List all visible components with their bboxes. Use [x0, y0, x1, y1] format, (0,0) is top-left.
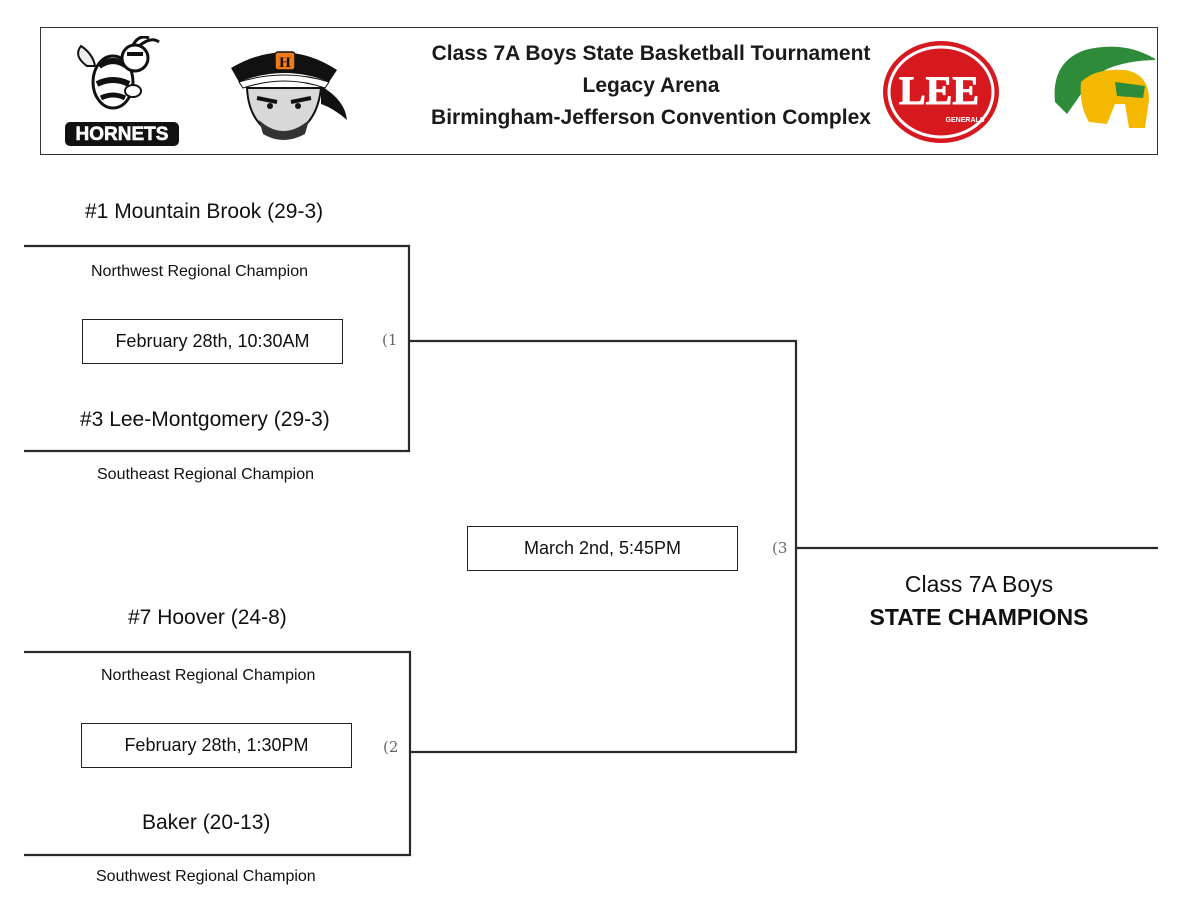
final-bracket [409, 339, 798, 754]
game1-top-region: Northwest Regional Champion [91, 263, 308, 280]
game1-date: February 28th, 10:30AM [82, 319, 343, 364]
tournament-title-block: Class 7A Boys State Basketball Tournamen… [381, 38, 921, 134]
game2-bottom-team: Baker (20-13) [142, 811, 271, 834]
final-date-text: March 2nd, 5:45PM [523, 538, 682, 558]
venue-name: Legacy Arena [582, 74, 720, 97]
game1-top-team: #1 Mountain Brook (29-3) [85, 200, 324, 223]
lee-logo-letters: LEE [899, 68, 979, 113]
champion-class: Class 7A Boys [904, 571, 1054, 597]
venue-complex: Birmingham-Jefferson Convention Complex [431, 106, 871, 129]
game2-bracket [24, 650, 412, 857]
pirate-logo: H [231, 51, 347, 140]
game2-date-text: February 28th, 1:30PM [124, 735, 309, 755]
game2-date: February 28th, 1:30PM [81, 723, 352, 768]
game2-bottom-region: Southwest Regional Champion [96, 868, 316, 885]
game2-marker: (2 [383, 738, 399, 756]
pirate-logo-letter: H [279, 55, 291, 71]
hornets-logo: HORNETS [65, 36, 179, 146]
final-marker: (3 [772, 539, 788, 557]
spartan-helmet-logo [1054, 46, 1155, 128]
champion-title: STATE CHAMPIONS [869, 604, 1089, 630]
lee-generals-logo: LEE GENERALS [883, 41, 999, 143]
game1-bottom-team: #3 Lee-Montgomery (29-3) [80, 408, 330, 431]
hornets-logo-text: HORNETS [76, 124, 169, 145]
champion-label: Class 7A Boys STATE CHAMPIONS [819, 568, 1139, 634]
game2-top-region: Northeast Regional Champion [101, 667, 316, 684]
final-date: March 2nd, 5:45PM [467, 526, 738, 571]
tournament-title: Class 7A Boys State Basketball Tournamen… [431, 42, 871, 65]
game1-bracket [24, 244, 411, 453]
game1-date-text: February 28th, 10:30AM [115, 331, 310, 351]
game1-marker: (1 [382, 331, 398, 349]
header-banner: HORNETS H Class 7A Boys State Basketball… [40, 27, 1158, 155]
game2-top-team: #7 Hoover (24-8) [128, 606, 287, 629]
game1-bottom-region: Southeast Regional Champion [97, 466, 315, 483]
lee-logo-subtext: GENERALS [946, 117, 985, 124]
